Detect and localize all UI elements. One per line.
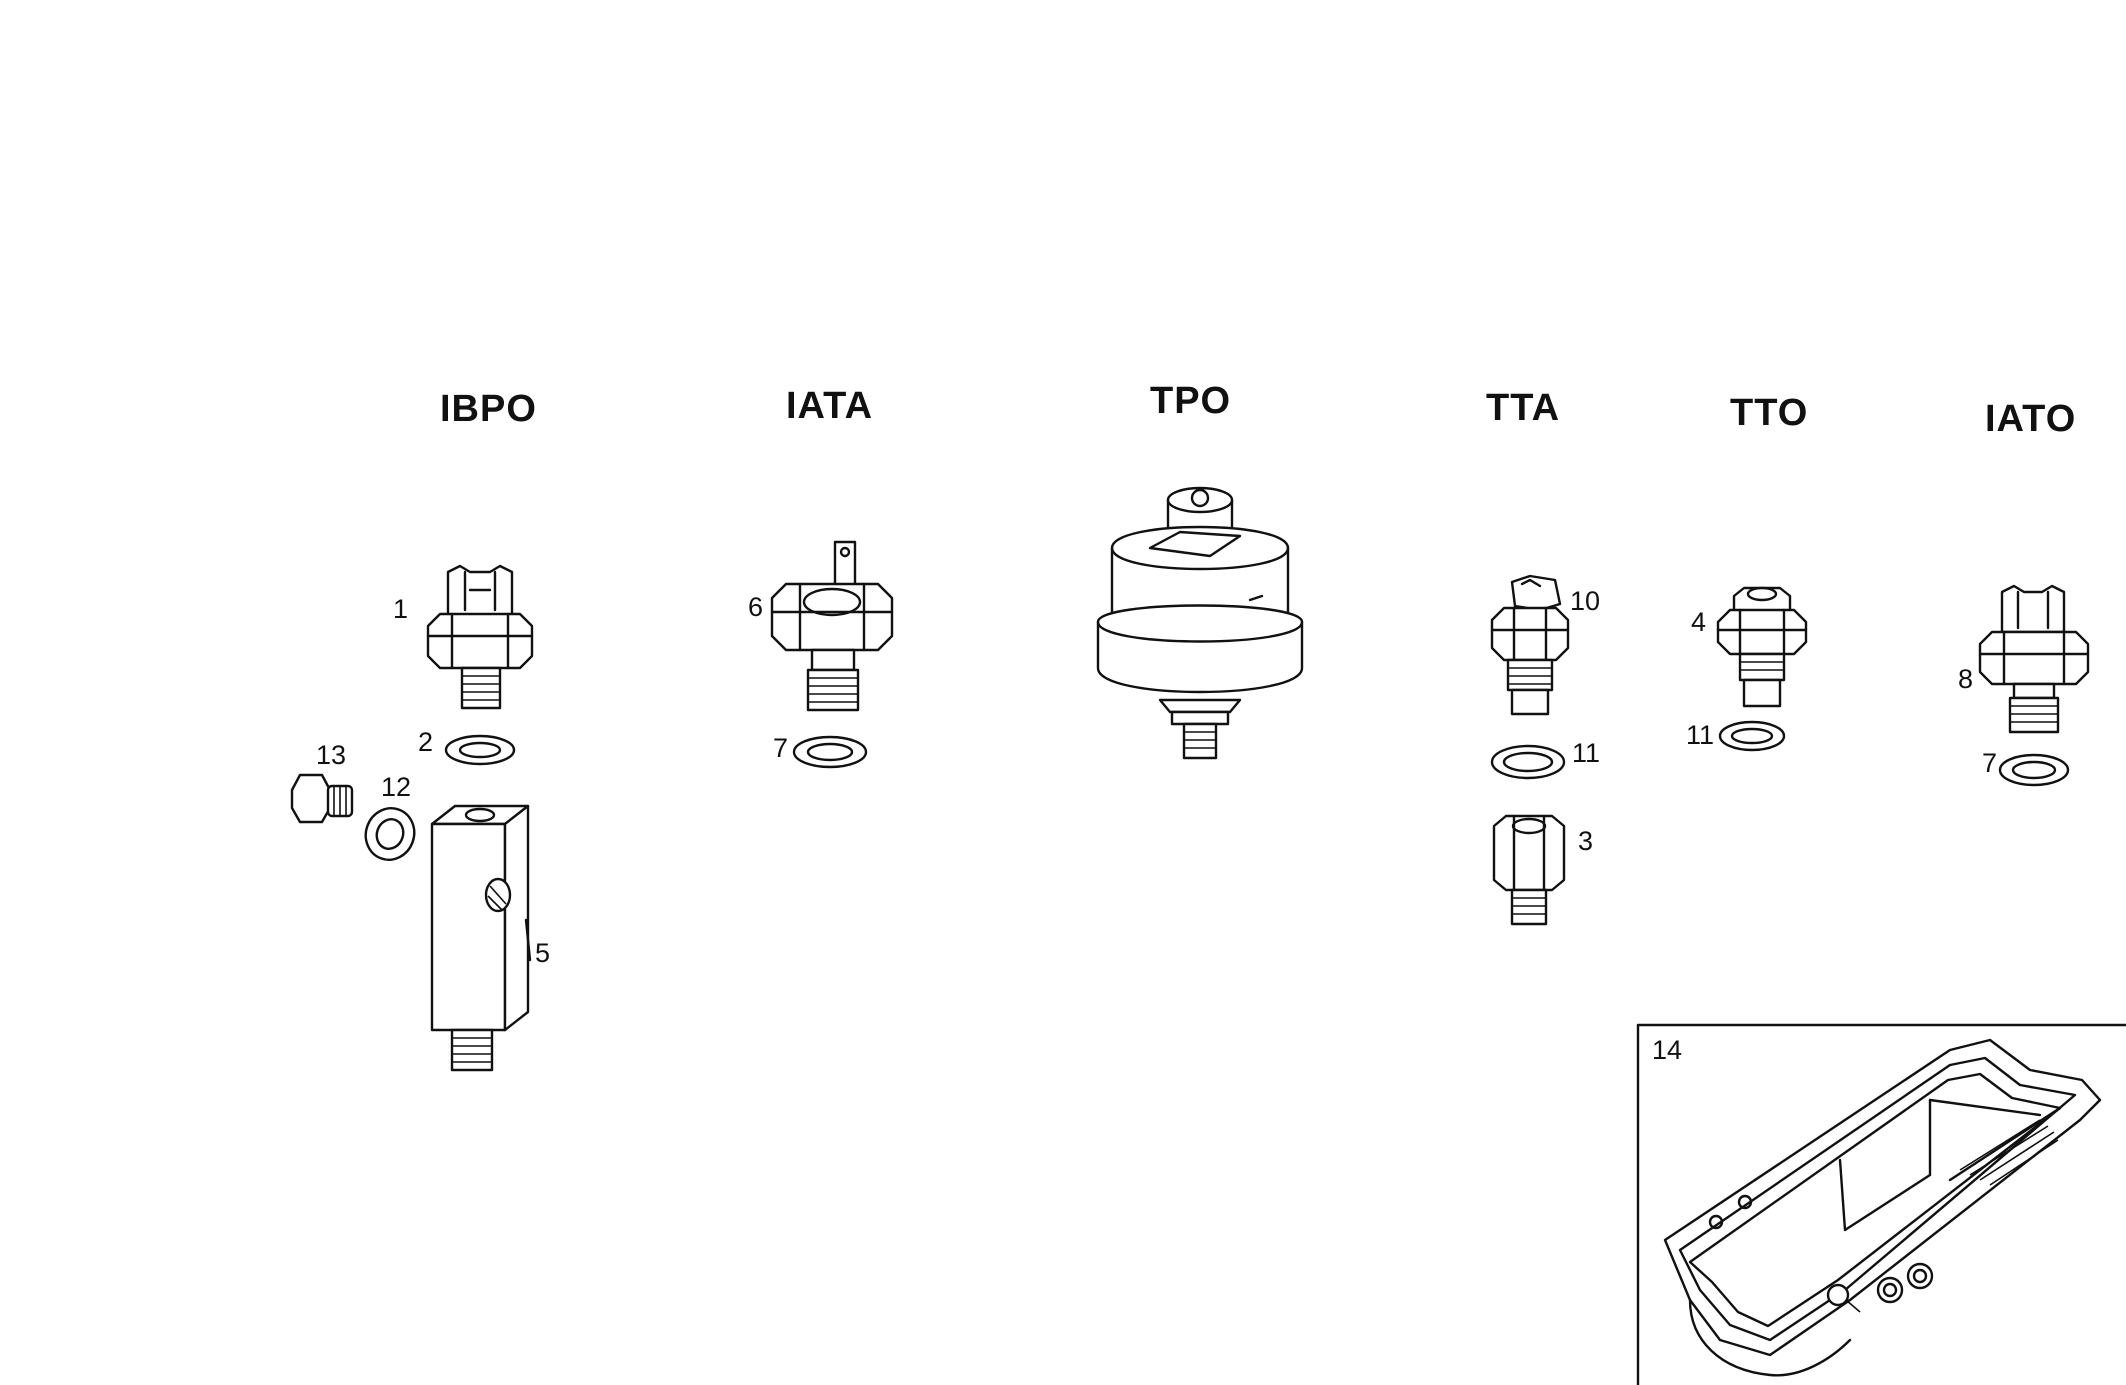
washer-icon — [364, 807, 416, 861]
callout-6: 6 — [748, 592, 764, 622]
plug-icon — [290, 773, 354, 824]
callout-8: 8 — [1958, 664, 1974, 694]
title-iata: IATA — [786, 385, 874, 427]
pressure-switch-icon — [1978, 584, 2090, 734]
pressure-switch-icon — [770, 540, 894, 712]
callout-13: 13 — [316, 740, 347, 770]
callout-10: 10 — [1570, 586, 1601, 616]
callout-12: 12 — [381, 772, 412, 802]
washer-icon — [792, 735, 868, 769]
title-tto: TTO — [1730, 392, 1809, 434]
washer-icon — [1490, 744, 1566, 780]
callout-11b: 11 — [1686, 720, 1715, 750]
callout-2: 2 — [418, 727, 434, 757]
title-tpo: TPO — [1150, 380, 1232, 422]
tee-block-icon — [430, 804, 532, 1072]
callout-4: 4 — [1691, 607, 1707, 637]
washer-icon — [444, 734, 516, 766]
sender-icon — [1096, 486, 1304, 760]
callout-14: 14 — [1652, 1035, 1683, 1065]
callout-7a: 7 — [773, 733, 789, 763]
callout-5: 5 — [535, 938, 551, 968]
washer-icon — [1718, 720, 1786, 752]
washer-icon — [1998, 753, 2070, 787]
callout-7b: 7 — [1982, 748, 1998, 778]
title-iato: IATO — [1985, 398, 2077, 440]
callout-1: 1 — [393, 594, 409, 624]
sender-icon — [1716, 586, 1808, 708]
title-ibpo: IBPO — [440, 388, 537, 430]
oil-pan-icon — [1636, 1023, 2126, 1385]
callout-11a: 11 — [1572, 738, 1601, 768]
adapter-icon — [1492, 814, 1566, 926]
pressure-switch-icon — [426, 564, 534, 710]
callout-3: 3 — [1578, 826, 1594, 856]
sender-icon — [1490, 574, 1570, 716]
title-tta: TTA — [1486, 387, 1561, 429]
